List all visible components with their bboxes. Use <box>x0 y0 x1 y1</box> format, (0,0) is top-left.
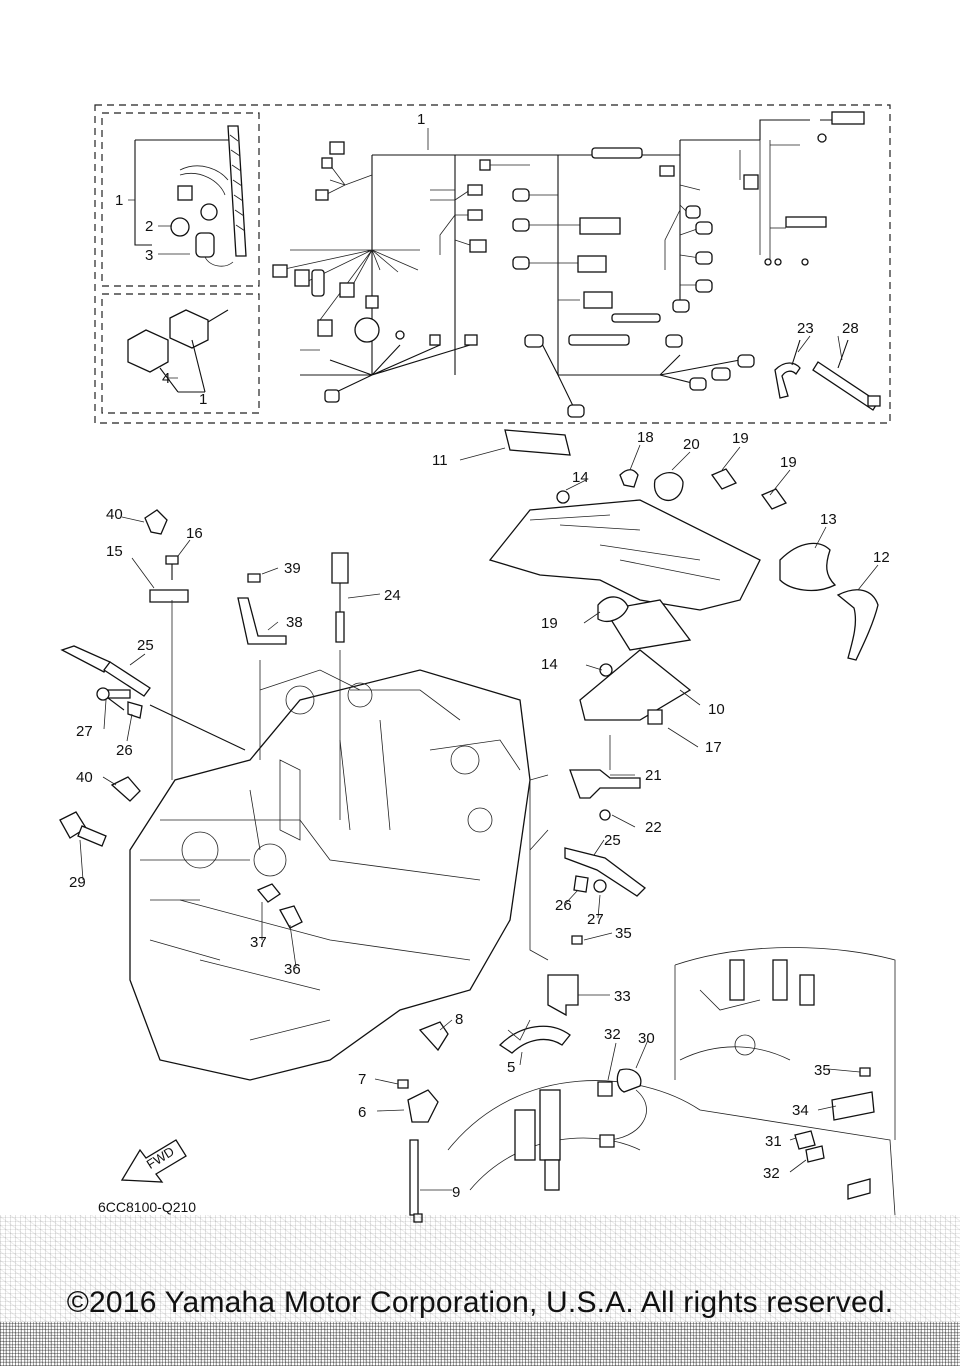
callout-16: 16 <box>186 525 203 542</box>
scan-noise-band-dark <box>0 1322 960 1366</box>
callout-24: 24 <box>384 587 401 604</box>
left-side-parts <box>59 509 875 1223</box>
callout-40-a: 40 <box>106 506 123 523</box>
callout-12: 12 <box>873 549 890 566</box>
callout-29: 29 <box>69 874 86 891</box>
engine-block <box>99 669 531 1081</box>
callout-28: 28 <box>842 320 859 337</box>
callout-30: 30 <box>638 1030 655 1047</box>
callout-33: 33 <box>614 988 631 1005</box>
callout-14-b: 14 <box>541 656 558 673</box>
copyright-notice: ©2016 Yamaha Motor Corporation, U.S.A. A… <box>66 1286 894 1319</box>
callout-34: 34 <box>792 1102 809 1119</box>
callout-32-a: 32 <box>604 1026 621 1043</box>
forward-arrow-icon: FWD <box>120 1139 187 1183</box>
callout-3: 3 <box>145 247 153 264</box>
callout-8: 8 <box>455 1011 463 1028</box>
callout-23: 23 <box>797 320 814 337</box>
callout-13: 13 <box>820 511 837 528</box>
callout-5: 5 <box>507 1059 515 1076</box>
callout-17: 17 <box>705 739 722 756</box>
lower-cowling <box>447 947 896 1216</box>
callout-1: 1 <box>417 111 425 128</box>
wire-harness-inset <box>94 104 891 424</box>
callout-37: 37 <box>250 934 267 951</box>
callout-27-a: 27 <box>76 723 93 740</box>
callout-32-b: 32 <box>763 1165 780 1182</box>
callout-26-b: 26 <box>555 897 572 914</box>
scan-noise-band <box>0 1215 960 1366</box>
callout-numbers: 1 1 2 3 4 1 23 28 11 18 20 19 19 14 13 1… <box>69 111 890 1201</box>
callout-18: 18 <box>637 429 654 446</box>
callout-25-b: 25 <box>604 832 621 849</box>
bracket-assembly <box>488 429 879 821</box>
callout-35-b: 35 <box>814 1062 831 1079</box>
callout-11: 11 <box>432 452 448 469</box>
callout-2: 2 <box>145 218 153 235</box>
leader-lines <box>79 128 879 1191</box>
callout-9: 9 <box>452 1184 460 1201</box>
callout-22: 22 <box>645 819 662 836</box>
callout-6: 6 <box>358 1104 366 1121</box>
callout-7: 7 <box>358 1071 366 1088</box>
callout-26-a: 26 <box>116 742 133 759</box>
callout-19-c: 19 <box>541 615 558 632</box>
callout-1-inset: 1 <box>115 192 123 209</box>
callout-39: 39 <box>284 560 301 577</box>
callout-14-a: 14 <box>572 469 589 486</box>
callout-35-a: 35 <box>615 925 632 942</box>
callout-38: 38 <box>286 614 303 631</box>
callout-31: 31 <box>765 1133 782 1150</box>
callout-27-b: 27 <box>587 911 604 928</box>
callout-36: 36 <box>284 961 301 978</box>
callout-1-connector: 1 <box>199 391 207 408</box>
callout-19-b: 19 <box>780 454 797 471</box>
callout-10: 10 <box>708 701 725 718</box>
callout-20: 20 <box>683 436 700 453</box>
diagram-code: 6CC8100-Q210 <box>98 1199 197 1215</box>
callout-25-a: 25 <box>137 637 154 654</box>
callout-4: 4 <box>162 370 170 387</box>
callout-40-b: 40 <box>76 769 93 786</box>
callout-19-a: 19 <box>732 430 749 447</box>
callout-21: 21 <box>645 767 662 784</box>
callout-15: 15 <box>106 543 123 560</box>
